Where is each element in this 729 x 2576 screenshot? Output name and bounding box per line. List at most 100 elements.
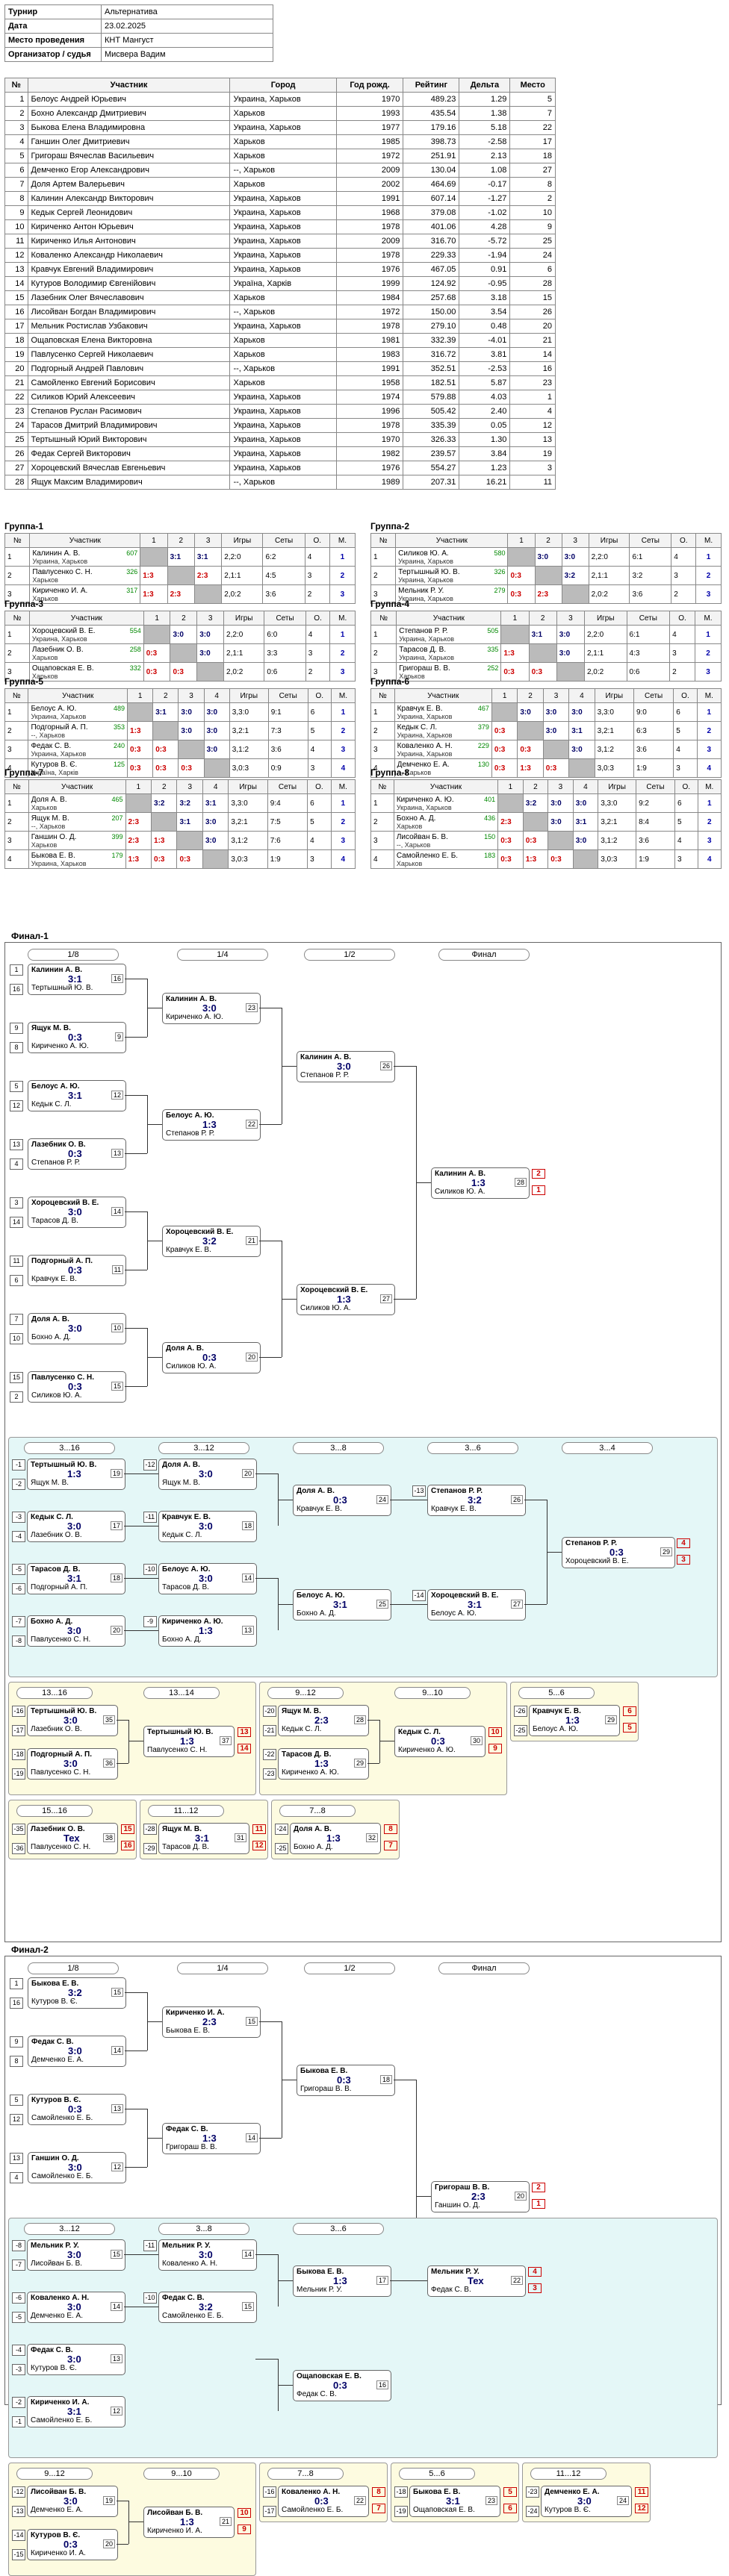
player-cell: 19 [509,446,556,461]
seed-label: -3 [12,2364,25,2375]
match-score: 0:3 [68,2103,82,2115]
group-col-header: Игры [583,611,627,626]
group-row-number: 1 [4,793,29,813]
group-place: 1 [696,702,722,722]
player-rating: 150 [484,832,496,841]
player-cell: Хороцевский Вячеслав Евгеньевич [27,461,231,475]
player-cell: 398.73 [403,134,460,149]
match-score: 3:0 [67,2249,81,2260]
group-games: 2,0:2 [583,662,627,682]
player-cell: 27 [509,163,556,178]
group-score: 0:3 [494,764,506,773]
group-score-cell: 3:0 [568,702,595,722]
group-score-cell: 3:0 [203,721,230,740]
player-name: Бохно А. Д. [396,814,436,823]
player-cell: Украина, Харьков [229,319,337,334]
match-player-a: Белоус А. Ю. [166,1111,214,1120]
seed-label: 1 [10,1978,23,1989]
seed-label: 4 [10,1158,23,1170]
group-score-cell: 3:0 [203,702,230,722]
group-sets: 4:3 [626,643,671,663]
match-player-a: Быкова Е. В. [297,2268,344,2276]
group-score-cell: 3:0 [547,793,574,813]
group-col-header: М. [329,611,356,626]
group-score-cell [497,793,524,813]
player-name: Самойленко Е. Б. [396,851,459,860]
seed-label: -17 [12,1725,25,1736]
group-place: 3 [697,831,722,850]
match-number: 28 [353,1715,366,1724]
group-score: 0:3 [503,667,515,676]
player-city: --, Харьков [397,768,432,776]
group-place: 1 [330,702,356,722]
player-name: Кутуров В. Є. [31,760,78,769]
group-col-header: Участник [28,611,144,626]
match-score: 3:2 [468,1494,482,1506]
seed-label: -16 [12,1706,25,1717]
player-cell: 22 [509,120,556,135]
group-points: 4 [307,740,332,759]
player-city: Украина, Харьков [397,712,453,720]
group-col-header: О. [305,611,331,626]
group-place: 1 [330,793,356,813]
group-games: 3,1:2 [228,831,268,850]
player-cell: 12 [509,418,556,433]
seed-label: -4 [12,2345,25,2356]
player-cell: 5 [4,149,28,163]
group-score-cell: 3:1 [572,812,599,832]
group-score: 2:3 [170,590,182,599]
player-city: Украина, Харьков [398,576,453,584]
match-score: 3:2 [202,1235,217,1247]
player-city: Украина, Харьков [31,859,87,867]
round-header: 1/4 [177,1962,268,1974]
bracket-line [416,1182,431,1183]
group-col-header: Участник [393,779,499,794]
group-col-header: 1 [125,779,152,794]
player-city: Харьков [32,576,58,584]
group-games: 2,1:1 [221,566,264,585]
seed-label: -5 [12,1564,25,1575]
seed-label: 4 [10,2172,23,2183]
seed-label: -17 [263,2506,276,2517]
group-games: 3,2:1 [228,812,268,832]
final-place: 6 [623,1706,636,1716]
group-score-cell: 3:1 [202,793,229,813]
group-score-cell: 1:3 [500,643,530,663]
bracket-line [367,1763,379,1764]
group-points: 3 [669,643,696,663]
match-player-b: Кравчук Е. В. [31,1275,77,1283]
bracket-line [259,2138,282,2139]
group-score-cell: 3:0 [568,740,595,759]
group-col-header: Сеты [626,611,671,626]
match-player-b: Павлусенко С. Н. [31,1768,91,1777]
player-city: --, Харьков [31,731,65,739]
match-number: 13 [111,2104,123,2113]
final-place: 2 [532,2183,545,2192]
group-col-header: 3 [193,533,223,548]
group-score-cell: 1:3 [522,849,549,869]
match-player-b: Белоус А. Ю. [431,1609,477,1618]
round-header: 3...6 [427,1442,518,1454]
match-score: 1:3 [67,1468,81,1479]
